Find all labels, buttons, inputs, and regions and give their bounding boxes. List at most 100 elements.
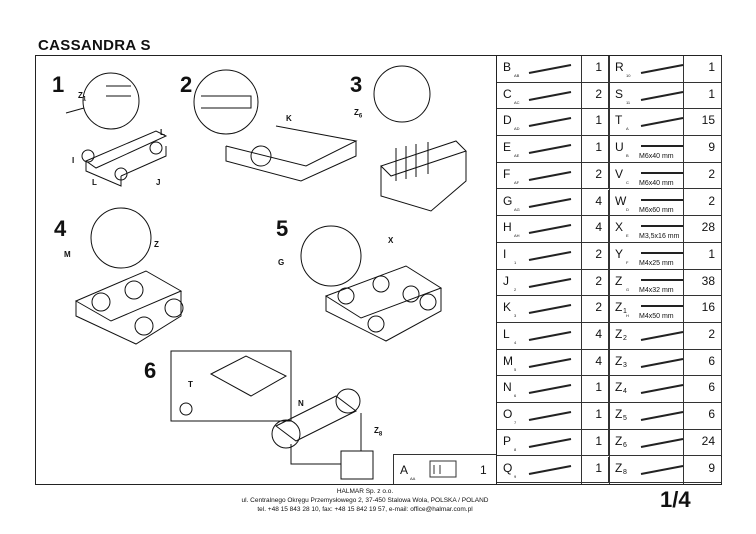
part-quantity: 2	[595, 246, 602, 261]
part-quantity: 38	[701, 273, 715, 288]
part-code: AH	[514, 233, 520, 239]
part-drawing	[640, 464, 684, 475]
label-z1: Z1	[78, 91, 87, 103]
part-quantity: 2	[595, 273, 602, 288]
assembly-illustrations: 1 2 3 4 5 6 Z1 L I L J K Z6 M Z X G T N …	[36, 56, 496, 484]
part-quantity: 1	[595, 460, 602, 475]
part-drawing	[640, 437, 684, 448]
part-code: AC	[514, 99, 520, 105]
part-letter: Z	[615, 433, 623, 448]
part-code: AF	[514, 179, 520, 185]
part-drawing	[528, 464, 572, 475]
footer-address: ul. Centralnego Okręgu Przemysłowego 2, …	[241, 497, 489, 504]
label-l-1: L	[160, 128, 165, 137]
part-quantity: 4	[595, 220, 602, 235]
part-drawing	[641, 171, 683, 174]
part-letter: R	[615, 60, 624, 74]
part-drawing	[528, 144, 572, 155]
label-t: T	[188, 380, 193, 389]
part-size-note: M4x25 mm	[639, 259, 674, 267]
part-quantity: 1	[595, 60, 602, 74]
part-drawing	[640, 384, 684, 395]
part-code: 11	[626, 99, 631, 105]
part-quantity: 1	[708, 246, 715, 261]
part-drawing	[528, 197, 572, 208]
part-a-sub: AA	[410, 476, 416, 481]
part-letter: O	[503, 407, 513, 422]
part-drawing	[528, 170, 572, 181]
part-code: 7	[514, 420, 517, 426]
part-drawing	[528, 304, 572, 315]
part-a-letter: A	[400, 463, 409, 477]
part-letter: J	[503, 273, 509, 288]
step-6-number: 6	[144, 358, 157, 383]
part-letter: Z	[615, 300, 623, 315]
part-drawing	[641, 251, 683, 254]
step-5-number: 5	[276, 216, 289, 241]
part-size-note: M3,5x16 mm	[639, 233, 680, 241]
part-quantity: 2	[595, 86, 602, 101]
part-quantity: 6	[708, 353, 715, 368]
part-letter: W	[615, 193, 627, 208]
part-code: AG	[514, 206, 520, 212]
part-letter: X	[615, 220, 624, 235]
part-a-cell: A AA 1	[393, 454, 497, 484]
label-x: X	[388, 236, 394, 245]
part-drawing	[528, 437, 572, 448]
part-code: 5	[514, 366, 517, 372]
part-letter: Q	[503, 460, 513, 475]
part-code: 2	[514, 286, 517, 292]
label-m: M	[64, 250, 71, 259]
document-title: CASSANDRA S	[38, 37, 151, 54]
part-code: A	[626, 126, 629, 132]
footer: HALMAR Sp. z o.o. ul. Centralnego Okręgu…	[200, 487, 530, 514]
part-a-qty: 1	[480, 463, 487, 477]
part-quantity: 6	[708, 380, 715, 395]
label-g: G	[278, 258, 285, 267]
part-drawing	[528, 331, 572, 341]
part-letter: Z	[615, 407, 623, 422]
step-1-number: 1	[52, 72, 65, 97]
part-letter-sub: 8	[623, 468, 627, 476]
part-quantity: 4	[595, 353, 602, 368]
part-letter: Z	[615, 327, 623, 341]
part-quantity: 2	[595, 166, 602, 181]
middle-divider	[609, 56, 610, 484]
label-k: K	[286, 114, 292, 123]
part-code: 3	[514, 313, 517, 319]
part-code: AB	[514, 73, 520, 78]
part-drawing	[641, 278, 683, 281]
label-j: J	[156, 178, 161, 187]
part-letter: C	[503, 86, 512, 101]
footer-company: HALMAR Sp. z o.o.	[336, 488, 394, 495]
label-z6: Z6	[354, 108, 363, 120]
part-code: AE	[514, 153, 520, 159]
part-letter-sub: 6	[623, 441, 627, 449]
part-size-note: M4x50 mm	[639, 313, 674, 321]
part-letter: Z	[615, 273, 623, 288]
part-drawing	[528, 277, 572, 288]
part-letter: K	[503, 300, 512, 315]
part-drawing	[640, 64, 684, 74]
part-letter-sub: 4	[623, 388, 627, 396]
part-size-note: M6x40 mm	[639, 179, 674, 187]
step-2-number: 2	[180, 72, 193, 97]
part-quantity: 2	[595, 300, 602, 315]
step-4-number: 4	[54, 216, 67, 241]
